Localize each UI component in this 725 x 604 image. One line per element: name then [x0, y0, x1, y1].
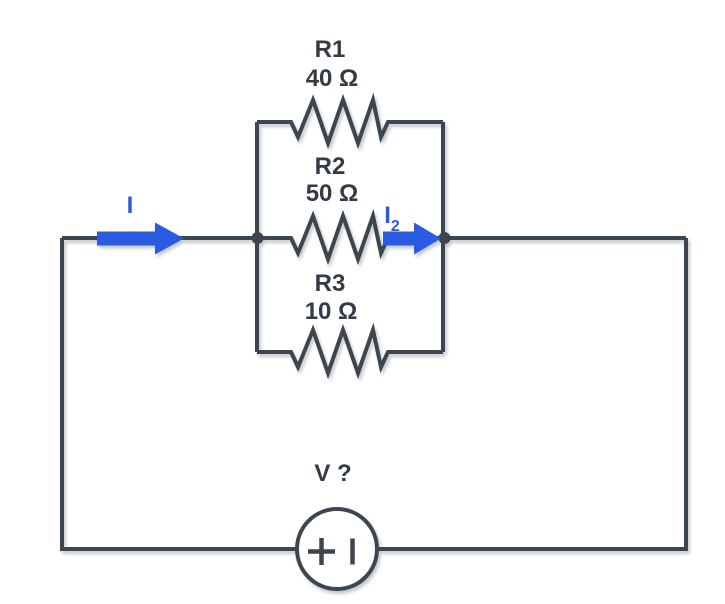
current-i2-base: I — [384, 202, 391, 229]
source-voltage-label: V ? — [314, 460, 352, 487]
resistor-r2-value: 50 Ω — [305, 180, 359, 207]
current-i-label: I — [126, 192, 134, 219]
current-i2-subscript: 2 — [390, 217, 400, 235]
schematic-strokes — [60, 92, 688, 591]
current-i2-label: I2 — [384, 202, 400, 235]
voltage-source-circle — [295, 507, 379, 591]
resistor-r3-value: 10 Ω — [304, 298, 358, 325]
plus-icon — [308, 538, 335, 565]
current-arrow-i — [97, 222, 184, 255]
outer-loop-wire — [60, 238, 688, 551]
r1-branch-zigzag — [257, 92, 443, 150]
resistor-r3-name: R3 — [314, 270, 346, 297]
junction-dot-right — [438, 232, 451, 244]
resistor-r2-name: R2 — [314, 153, 346, 180]
r3-branch-zigzag — [257, 322, 443, 380]
resistor-r1-name: R1 — [314, 36, 346, 63]
main-wire-r2-zigzag — [62, 208, 686, 266]
current-arrow-i2 — [383, 222, 441, 255]
resistor-r1-value: 40 Ω — [305, 65, 359, 92]
junction-dot-left — [251, 232, 264, 244]
